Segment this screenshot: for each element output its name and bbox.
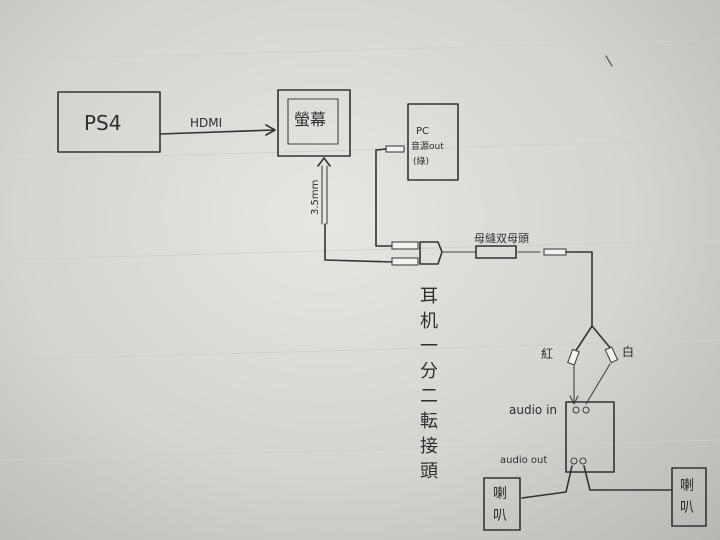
hdmi-label: HDMI	[190, 116, 222, 130]
rca-red-cable	[574, 325, 593, 353]
splitter-char-3: 一	[420, 336, 438, 357]
pc-output-label: 音源out	[411, 140, 444, 152]
coupler-node: 母縫双母頭	[455, 231, 593, 327]
splitter-body	[419, 241, 443, 265]
hdmi-edge: HDMI	[159, 116, 276, 136]
splitter-node	[391, 241, 457, 266]
amplifier-box	[565, 401, 615, 473]
audio-out-label: audio out	[500, 455, 547, 466]
splitter-char-8: 頭	[420, 461, 438, 482]
coupler-body	[475, 245, 517, 259]
rca-white-cable	[591, 325, 613, 351]
amplifier-node: audio in audio out	[500, 401, 615, 473]
hdmi-arrowhead	[265, 124, 276, 136]
screen-label: 螢幕	[294, 110, 326, 129]
splitter-label: 耳 机 一 分 二 転 接 頭	[420, 286, 438, 482]
pc-label: PC	[416, 126, 429, 137]
splitter-input-plug-a	[391, 241, 419, 250]
left-speaker-cable	[521, 465, 573, 499]
paper-rules	[0, 39, 720, 461]
splitter-char-6: 転	[420, 411, 438, 432]
right-speaker-box	[671, 467, 707, 527]
left-speaker-node: 喇 叭	[483, 465, 573, 531]
pc-plug	[385, 145, 405, 153]
rca-split: 紅 白	[541, 325, 634, 405]
jack-edge: 3.5mm	[310, 157, 395, 263]
left-speaker-box	[483, 477, 521, 531]
left-speaker-char-2: 叭	[493, 508, 507, 524]
splitter-char-7: 接	[420, 436, 438, 457]
splitter-input-plug-b	[391, 257, 419, 266]
left-speaker-char-1: 喇	[493, 486, 507, 502]
screen-node: 螢幕	[277, 89, 351, 157]
pc-node: PC 音源out (綠)	[407, 103, 459, 181]
rca-white-plug	[604, 346, 619, 364]
screen-inner	[287, 98, 339, 145]
right-speaker-cable	[583, 465, 673, 491]
coupler-to-rca	[565, 251, 593, 327]
pc-cable	[375, 145, 405, 247]
screen-to-splitter	[324, 223, 395, 263]
pc-box	[407, 103, 459, 181]
hdmi-line	[159, 129, 275, 135]
splitter-char-1: 耳	[420, 286, 438, 307]
rca-white-down	[585, 363, 611, 405]
audio-in-label: audio in	[509, 403, 557, 417]
right-speaker-char-1: 喇	[680, 478, 694, 494]
audio-in-jack-a	[572, 406, 580, 414]
splitter-char-5: 二	[420, 386, 438, 407]
pc-to-splitter	[375, 148, 393, 247]
coupler-label: 母縫双母頭	[474, 231, 529, 245]
jack-label: 3.5mm	[310, 180, 321, 215]
white-label: 白	[622, 344, 634, 359]
audio-out-jack-b	[579, 457, 587, 465]
audio-out-jack-a	[570, 457, 578, 465]
splitter-char-4: 分	[420, 361, 438, 382]
right-speaker-char-2: 叭	[680, 500, 694, 516]
right-speaker-node: 喇 叭	[583, 465, 707, 527]
screen-outer	[277, 89, 351, 157]
pc-color-label: (綠)	[413, 155, 429, 167]
jack-arrowhead	[317, 157, 331, 167]
red-label: 紅	[541, 347, 553, 361]
ps4-label: PS4	[84, 111, 121, 135]
coupler-out-plug	[543, 248, 567, 256]
stray-mark	[605, 55, 613, 67]
audio-in-jack-b	[582, 406, 590, 414]
ps4-node: PS4	[57, 91, 161, 153]
ps4-box	[57, 91, 161, 153]
splitter-char-2: 机	[420, 311, 438, 332]
rca-red-plug	[567, 348, 580, 366]
